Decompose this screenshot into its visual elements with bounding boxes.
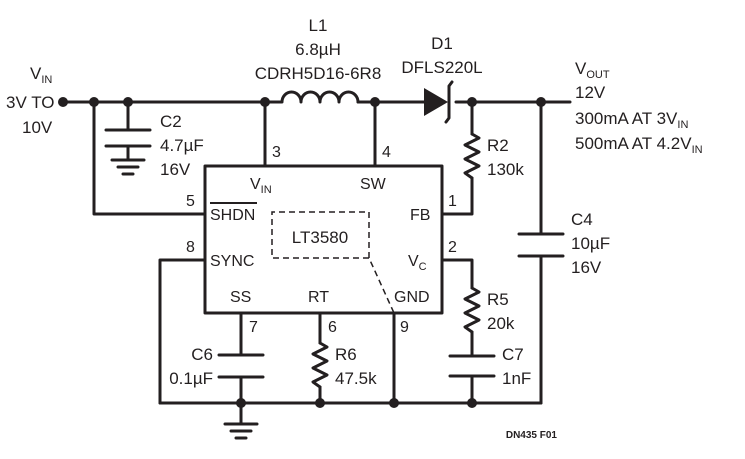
pin-gnd-number: 9 [400,319,409,336]
capacitor-c7: C7 1nF [448,345,531,388]
r6-ref: R6 [335,345,357,364]
resistor-r5: R5 20k [463,286,515,334]
c4-value: 10µF [571,234,610,253]
resistor-r6: R6 47.5k [311,341,377,389]
vout-load1: 300mA AT 3VIN [575,109,688,131]
pin-vc-label: VC [408,253,427,273]
resistor-r2: R2 130k [463,132,524,180]
pin-rt-number: 6 [328,319,337,336]
pin-vin-label: VIN [250,176,272,196]
pin-fb-label: FB [410,207,430,224]
r5-ref: R5 [487,290,509,309]
r5-value: 20k [487,314,515,333]
l1-value: 6.8µH [295,40,341,59]
pin-sw-number: 4 [382,144,391,161]
pin-ss-number: 7 [249,319,258,336]
c2-ref: C2 [160,112,182,131]
pin-sync-label: SYNC [210,253,254,270]
c6-ref: C6 [191,345,213,364]
pin-rt-label: RT [308,289,329,306]
pin-vin-number: 3 [272,144,281,161]
pin-vc-number: 2 [448,239,457,256]
vin-label: VIN [30,64,52,86]
c2-voltage: 16V [160,160,191,179]
vin-range-line2: 10V [22,118,53,137]
figure-id: DN435 F01 [506,430,558,441]
vout-load2: 500mA AT 4.2VIN [575,134,703,156]
c2-value: 4.7µF [160,136,204,155]
inductor-l1: L1 6.8µH CDRH5D16-6R8 [255,16,382,104]
c6-value: 0.1µF [169,369,213,388]
ground-symbol-main [223,422,259,440]
pin-fb-number: 1 [448,193,457,210]
vout-labels: VOUT 12V 300mA AT 3VIN 500mA AT 4.2VIN [575,59,703,156]
l1-part: CDRH5D16-6R8 [255,64,382,83]
capacitor-c4: C4 10µF 16V [517,210,610,277]
d1-ref: D1 [431,34,453,53]
r2-value: 130k [487,160,524,179]
ground-symbol-c2 [110,158,146,176]
r6-value: 47.5k [335,369,377,388]
ic-name: LT3580 [292,228,348,247]
l1-ref: L1 [309,16,328,35]
vin-range-line1: 3V TO [6,93,55,112]
pin-shdn-number: 5 [186,193,195,210]
ic-lt3580: LT3580 VIN SW SHDN FB SYNC VC SS RT GND … [186,144,457,336]
junction-dots [58,97,546,408]
pin-gnd-label: GND [394,289,430,306]
pin-ss-label: SS [230,289,251,306]
diode-d1: D1 DFLS220L [401,34,483,124]
pin-shdn-label: SHDN [210,207,255,224]
capacitor-c2: C2 4.7µF 16V [104,112,204,179]
vout-label: VOUT [575,59,610,81]
pin-sw-label: SW [360,176,387,193]
vin-labels: VIN 3V TO 10V [6,64,55,137]
d1-part: DFLS220L [401,58,482,77]
c4-voltage: 16V [571,258,602,277]
c7-value: 1nF [502,369,531,388]
c7-ref: C7 [502,345,524,364]
c4-ref: C4 [571,210,593,229]
r2-ref: R2 [487,136,509,155]
vout-voltage: 12V [575,83,606,102]
pin-sync-number: 8 [186,239,195,256]
capacitor-c6: C6 0.1µF [169,345,265,388]
